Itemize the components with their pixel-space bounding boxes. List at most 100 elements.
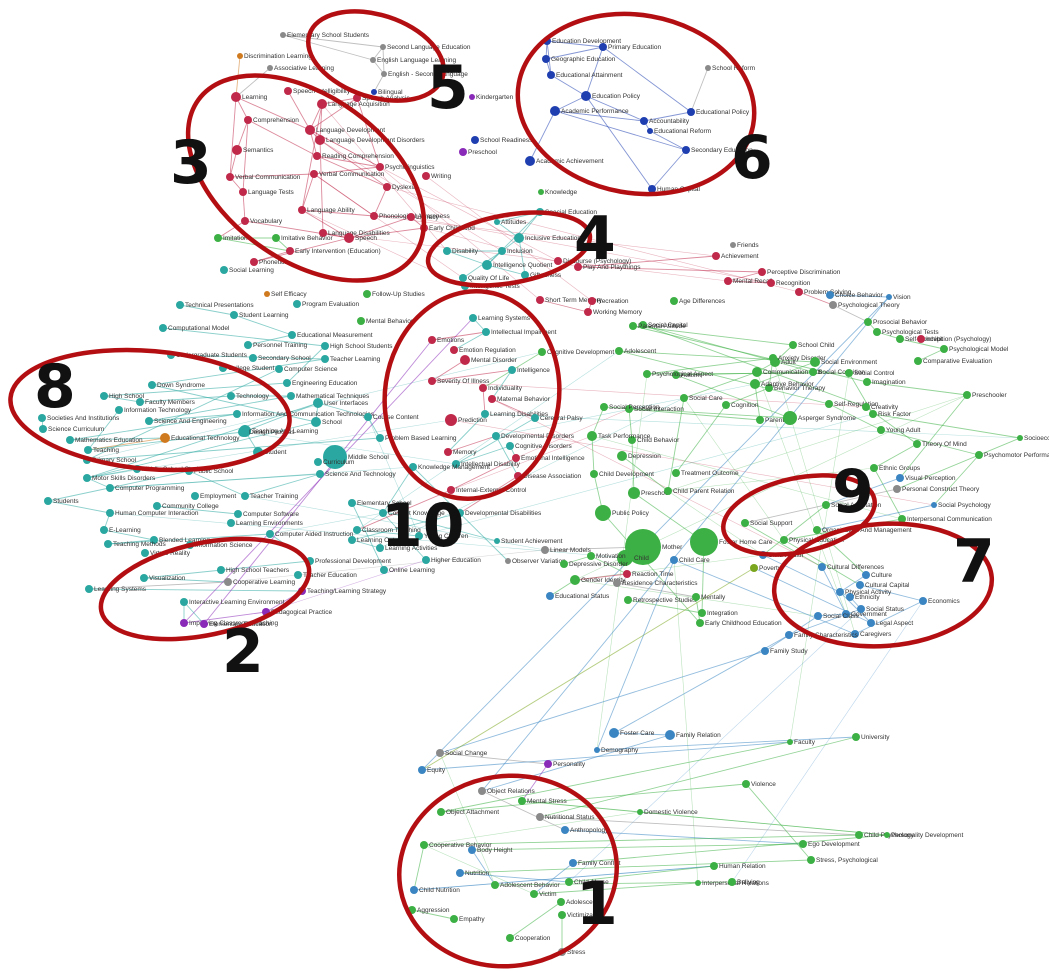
node-circle [741, 519, 749, 527]
network-edge [86, 477, 111, 489]
node-circle [690, 528, 718, 556]
network-edge [817, 613, 847, 617]
network-node: Technology [227, 392, 270, 400]
network-edge [447, 413, 486, 453]
network-edge [651, 149, 687, 190]
network-node: Depression [617, 451, 661, 461]
node-circle [913, 440, 921, 448]
node-circle [298, 206, 306, 214]
node-label: Maternal Behavior [497, 396, 551, 403]
node-label: Observer Variation [512, 558, 566, 565]
network-node: Social Cognition [809, 368, 865, 376]
node-label: Improving Classroom Teaching [189, 620, 278, 627]
node-label: Follow-Up Studies [372, 291, 425, 298]
node-circle [266, 530, 274, 538]
node-label: Autism [681, 372, 701, 379]
network-edge [646, 357, 774, 375]
node-circle [722, 401, 730, 409]
node-label: Risk Factor [878, 411, 912, 418]
node-label: Learning Systems [478, 315, 531, 322]
node-circle [39, 425, 47, 433]
network-node: Recognition [767, 279, 811, 287]
node-label: Employment [200, 493, 236, 500]
network-node: Interpersonal Communication [898, 515, 992, 523]
node-circle [321, 355, 329, 363]
network-node: Improving Classroom Teaching [180, 619, 278, 627]
node-label: Task Performance [598, 433, 651, 440]
network-edge [486, 264, 526, 276]
node-circle [536, 296, 544, 304]
network-node: Faculty Members [136, 398, 196, 406]
network-node: Imitation [214, 234, 248, 242]
network-edge [453, 331, 487, 351]
node-label: Pedagogical Practice [271, 609, 332, 616]
node-circle [787, 739, 793, 745]
network-node: Government [842, 610, 887, 618]
node-label: Curriculum [323, 459, 354, 466]
network-edge [880, 429, 980, 456]
node-label: Poverty [759, 565, 782, 572]
network-edge [731, 600, 924, 883]
node-label: Nutrition [465, 870, 490, 877]
node-circle [383, 183, 391, 191]
node-label: Second Language Education [387, 44, 471, 51]
network-edge [632, 325, 868, 383]
node-label: Mentally [701, 594, 726, 601]
network-node: Writing [422, 172, 451, 180]
network-edge [86, 437, 381, 461]
node-label: Child Development [599, 471, 654, 478]
network-edge [821, 566, 847, 615]
node-label: Teaching [93, 447, 119, 454]
network-edge [269, 512, 384, 535]
network-edge [69, 413, 238, 441]
network-edge [667, 490, 764, 556]
node-circle [752, 367, 762, 377]
cluster-ellipse [771, 521, 995, 649]
node-circle [456, 509, 464, 517]
node-label: Phonetics [259, 259, 288, 266]
node-label: Cooperative Behavior [429, 842, 492, 849]
node-label: Learning Disabilities [490, 411, 549, 418]
node-circle [371, 89, 377, 95]
node-circle [541, 546, 549, 554]
node-circle [538, 189, 544, 195]
network-node: Observer Variation [505, 558, 566, 565]
node-label: Knowledge [545, 189, 578, 196]
node-circle [234, 510, 242, 518]
node-circle [148, 381, 156, 389]
node-circle [469, 94, 475, 100]
network-node: Equity [418, 766, 446, 774]
network-edge [87, 437, 166, 451]
node-circle [106, 509, 114, 517]
network-node: Recreation [588, 297, 629, 305]
network-node: Down Syndrome [148, 381, 205, 389]
network-node: Engineering Education [283, 379, 358, 387]
network-edge [379, 397, 685, 549]
node-circle [376, 544, 384, 552]
node-label: Object Relations [487, 788, 535, 795]
network-node: E-Learning [100, 526, 141, 534]
network-node: Academic Achievement [525, 156, 604, 166]
network-node: Empathy [450, 915, 485, 923]
network-node: Adolescence [557, 898, 604, 906]
node-label: Technology [236, 393, 270, 400]
network-node: Language Tests [239, 188, 295, 196]
network-node: Poverty [750, 564, 782, 572]
network-edge [690, 67, 709, 113]
network-edge [244, 220, 350, 239]
network-edge [319, 139, 388, 188]
node-label: Integration [707, 610, 738, 617]
network-node: Retrospective Studies [624, 596, 697, 604]
network-node: User Interfaces [313, 398, 369, 408]
node-label: Personality Development [891, 832, 963, 839]
network-edge [242, 402, 319, 433]
network-edge [421, 296, 890, 771]
network-node: Knowledge Management [409, 463, 490, 471]
node-circle [842, 610, 850, 618]
node-circle [525, 156, 535, 166]
node-label: Disease Association [523, 473, 582, 480]
network-node: Social Change [436, 749, 488, 757]
network-node: Social Psychology [931, 502, 991, 509]
cluster-number: 3 [170, 128, 212, 198]
